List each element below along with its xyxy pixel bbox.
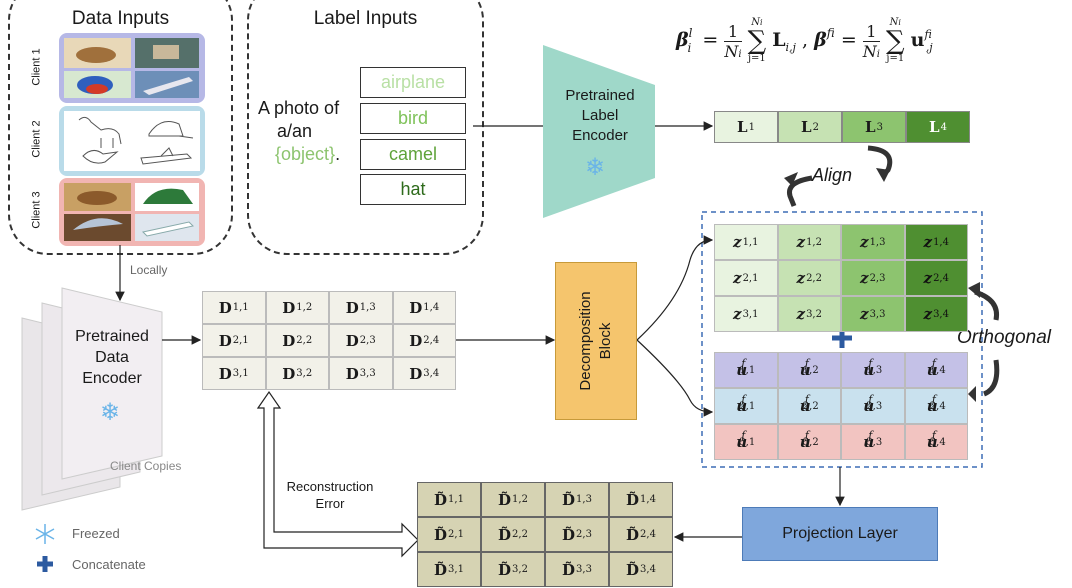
zu-dashed-box [701, 211, 983, 468]
prompt-end: . [335, 144, 341, 164]
label-bird: bird [360, 103, 466, 134]
d-tilde-cell: D̃2,4 [609, 517, 673, 552]
client-2-images [59, 106, 205, 176]
legend-plus-icon [37, 556, 53, 572]
data-encoder-shape [61, 287, 163, 480]
d-tilde-cell: D̃2,3 [545, 517, 609, 552]
data-encoder-snowflake-icon: ❄ [100, 399, 121, 426]
label-airplane: airplane [360, 67, 466, 98]
align-arrow-left [786, 175, 813, 207]
label-encoder-snowflake-icon: ❄ [585, 154, 606, 181]
reconstruction-arrow [256, 390, 419, 558]
formula: βli = 1 Ni Ni ∑ j=1 Li,j , βfi = 1 Ni Ni… [676, 17, 933, 64]
orthogonal-label: Orthogonal [957, 327, 1052, 348]
d-tilde-cell: D̃1,2 [481, 482, 545, 517]
label-inputs-title: Label Inputs [313, 8, 418, 29]
d-tilde-cell: D̃2,2 [481, 517, 545, 552]
client-3-photos [64, 183, 199, 241]
data-inputs-title: Data Inputs [71, 8, 170, 29]
client-1-images [59, 33, 205, 103]
prompt-line-1: A photo of [258, 98, 340, 118]
decomposition-line-1: Decomposition [577, 291, 594, 391]
prompt-line-3: {object}. [275, 144, 340, 165]
label-camel: camel [360, 139, 466, 170]
d-tilde-cell: D̃3,2 [481, 552, 545, 587]
client-2-sketches [64, 111, 200, 171]
label-encoder-shape [543, 45, 655, 218]
align-label: Align [812, 165, 853, 185]
d-tilde-cell: D̃3,1 [417, 552, 481, 587]
label-hat: hat [360, 174, 466, 205]
decomposition-line-2: Block [597, 322, 614, 360]
d-tilde-cell: D̃2,1 [417, 517, 481, 552]
legend-freezed-label: Freezed [72, 526, 120, 541]
client-3-images [59, 178, 205, 246]
label-inputs-panel [247, 0, 484, 255]
client-1-photos [64, 38, 199, 98]
locally-label: Locally [130, 263, 168, 277]
d-tilde-cell: D̃1,4 [609, 482, 673, 517]
prompt-object: {object} [275, 144, 336, 164]
projection-layer: Projection Layer [742, 507, 938, 561]
d-tilde-cell: D̃1,3 [545, 482, 609, 517]
d-tilde-cell: D̃3,4 [609, 552, 673, 587]
d-tilde-cell: D̃3,3 [545, 552, 609, 587]
client-copies-label: Client Copies [110, 459, 182, 473]
decomposition-block: Decomposition Block [555, 262, 637, 420]
prompt-line-2: a/an [277, 121, 313, 141]
legend-snowflake-icon [35, 524, 55, 544]
d-tilde-cell: D̃1,1 [417, 482, 481, 517]
orthogonal-arrow-bottom [982, 359, 1000, 397]
legend-concatenate-label: Concatenate [72, 557, 146, 572]
